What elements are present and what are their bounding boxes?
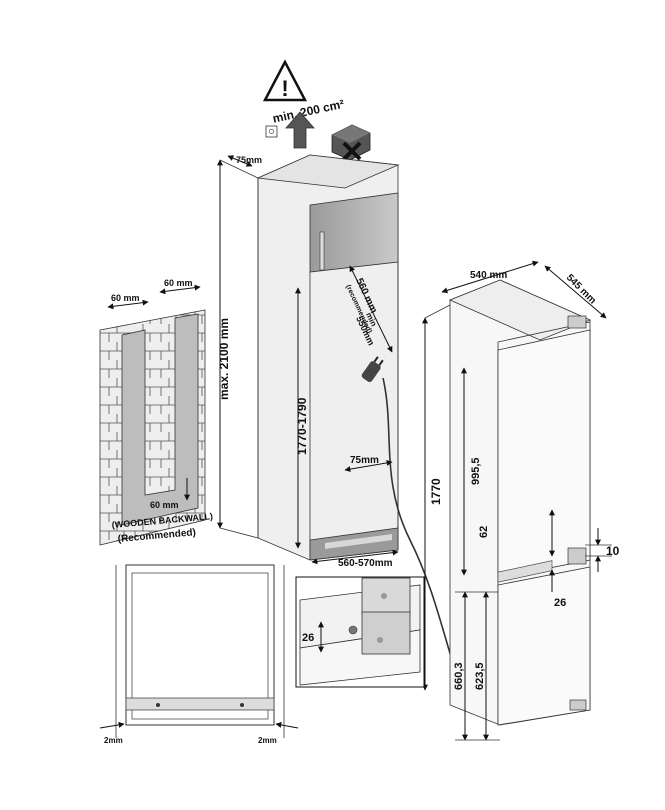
wall-gap-right-label: 60 mm (164, 278, 193, 288)
power-outlet-icon (265, 125, 278, 138)
airflow-up-arrow-icon (285, 111, 315, 149)
fridge-width-label: 540 mm (470, 270, 507, 281)
fridge-hinge-offset-label: 10 (606, 544, 620, 558)
hinge-detail-offset-label: 26 (302, 632, 314, 644)
niche-max-height-label: max. 2100 mm (217, 318, 231, 400)
frame-top-view: 2mm 2mm (99, 564, 299, 745)
fridge-height-label: 1770 (429, 478, 443, 505)
hinge-detail: 26 (295, 576, 425, 688)
bottom-hinge (569, 699, 587, 711)
fridge-upper-height-label: 995,5 (470, 457, 482, 485)
niche-height-label: 1770-1790 (295, 397, 309, 455)
kitchen-niche: max. 2100 mm 75mm 1770-1790 560 mm (reco… (217, 154, 453, 661)
wooden-backwall-panel (121, 313, 199, 526)
fridge-lower-offset-label: 26 (554, 597, 566, 609)
wall-gap-left-label: 60 mm (111, 293, 140, 303)
wall-gap-bottom-label: 60 mm (150, 500, 179, 510)
niche-rear-gap-label: 75mm (350, 455, 379, 466)
fridge-lower-height-1-label: 660,3 (453, 662, 465, 690)
ventilation-warning: ! min. 200 cm² ✕ (262, 59, 371, 169)
hinge-detail-lower-bracket (361, 611, 411, 655)
power-plug-icon (361, 356, 384, 383)
top-hinge (567, 315, 587, 329)
warning-icon (262, 59, 308, 102)
frame-gap-right-label: 2mm (258, 736, 277, 745)
niche-top-depth-label: 75mm (236, 155, 262, 165)
fridge-lower-height-2-label: 623,5 (474, 662, 486, 690)
door-handle (319, 231, 325, 271)
refrigerator: 540 mm 545 mm 1770 995,5 62 10 26 660,3 … (422, 260, 620, 741)
fridge-upper-offset-label: 62 (478, 526, 490, 538)
stone-wall-backwall: 60 mm 60 mm 60 mm (WOODEN BACKWALL) (Rec… (99, 278, 213, 546)
fridge-depth-label: 545 mm (564, 272, 598, 306)
frame-gap-left-label: 2mm (104, 736, 123, 745)
power-cable (382, 377, 453, 661)
middle-hinge (567, 547, 587, 565)
niche-width-label: 560-570mm (338, 558, 393, 569)
warning-exclamation: ! (281, 76, 288, 101)
